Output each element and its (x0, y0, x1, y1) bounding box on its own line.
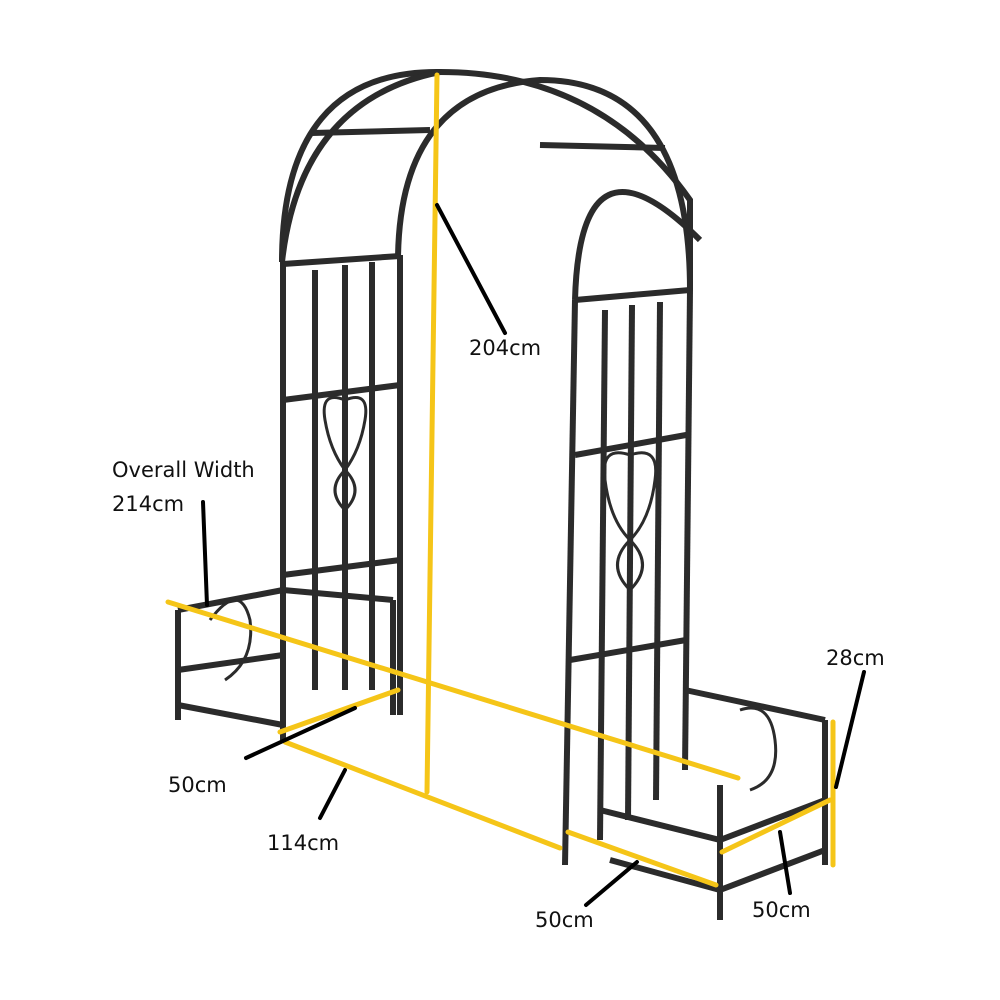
height-label: 204cm (469, 336, 542, 360)
overall-width-title: Overall Width (112, 458, 255, 482)
right-width-label: 50cm (535, 908, 594, 932)
leader-lines (201, 203, 866, 907)
right-width-dimension-line (565, 829, 719, 888)
planter-height-label: 28cm (826, 646, 885, 670)
inner-width-label: 114cm (267, 831, 340, 855)
arch-frame (175, 68, 828, 920)
inner-width-dimension-line (282, 739, 563, 851)
right-depth-dimension-line (719, 797, 833, 855)
right-depth-label: 50cm (752, 898, 811, 922)
left-depth-dimension-line (277, 687, 401, 735)
overall-width-dimension-line (165, 599, 741, 781)
scroll-ornaments (208, 396, 778, 792)
left-depth-label: 50cm (168, 773, 227, 797)
dimension-lines (165, 72, 836, 888)
height-dimension-line (424, 72, 440, 795)
overall-width-label: 214cm (112, 492, 185, 516)
